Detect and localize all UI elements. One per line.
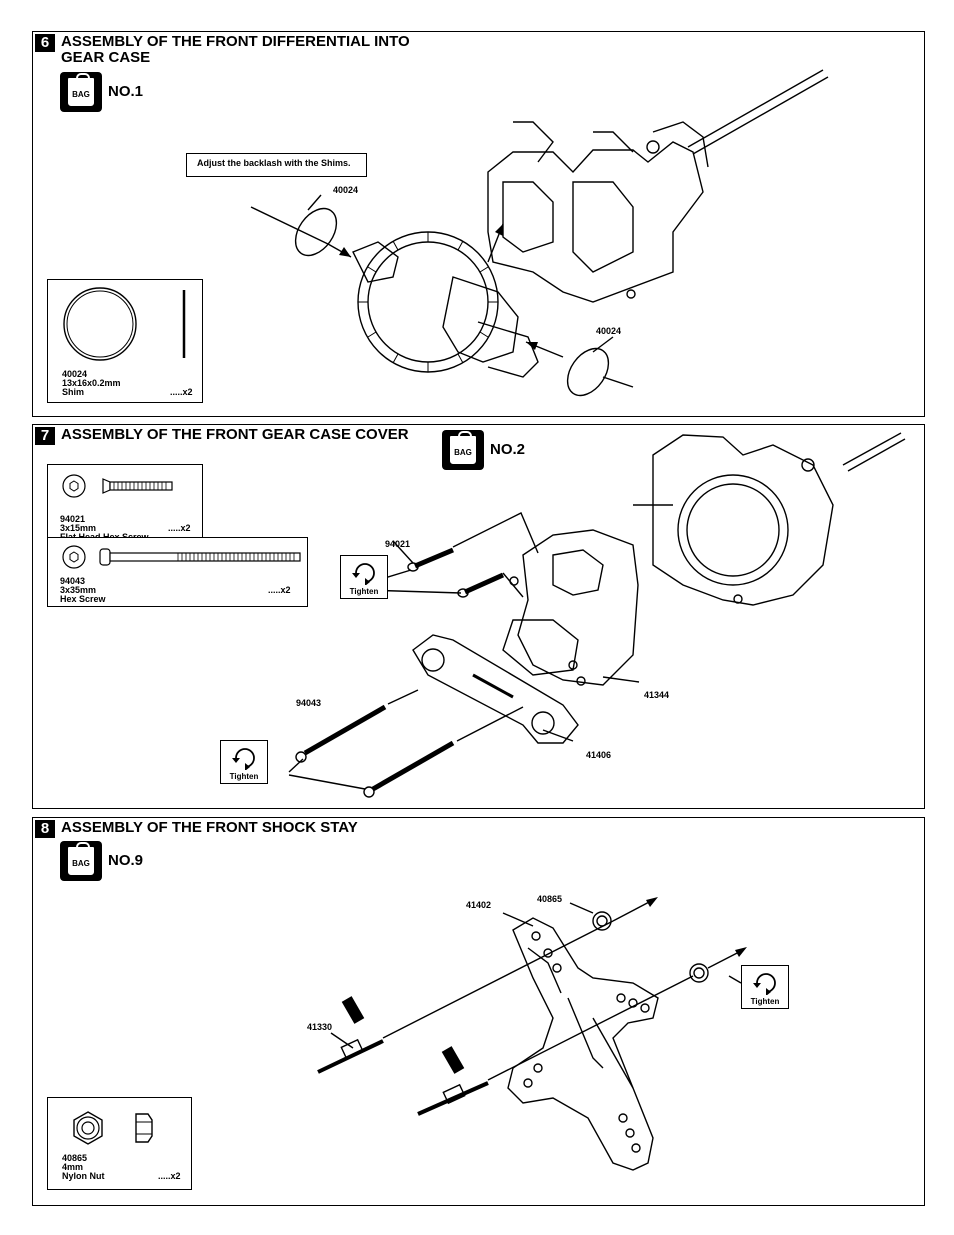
hex-screw-icon [62, 545, 301, 569]
bag-label: BAG [454, 448, 472, 457]
parts-box-step-6: 40024 13x16x0.2mm Shim .....x2 [47, 279, 203, 403]
callout-41406: 41406 [586, 750, 612, 760]
bag-icon: BAG [442, 430, 484, 470]
part-code: 40024 [62, 369, 88, 379]
part-name: Nylon Nut [62, 1171, 105, 1181]
shock-stay-exploded-drawing [317, 897, 747, 1171]
tighten-badge: Tighten [340, 555, 388, 599]
part-size: 13x16x0.2mm [62, 378, 121, 388]
part-name: Shim [62, 387, 85, 397]
callout-40865: 40865 [537, 894, 563, 904]
bag-number: NO.2 [490, 441, 526, 458]
part-size: 3x15mm [60, 523, 97, 533]
bag-label: BAG [72, 859, 90, 868]
step-number: 7 [35, 427, 55, 445]
bag-number: NO.9 [108, 852, 144, 869]
tighten-label: Tighten [349, 587, 379, 596]
callout-41402: 41402 [466, 900, 492, 910]
part-qty: .....x2 [170, 387, 193, 397]
gear-case-cover-exploded-drawing [288, 432, 906, 798]
tighten-badge: Tighten [220, 740, 268, 784]
part-code: 94043 [60, 576, 86, 586]
bag-label: BAG [72, 90, 90, 99]
part-size: 3x35mm [60, 585, 97, 595]
part-name: Hex Screw [60, 594, 106, 604]
part-size: 4mm [62, 1162, 84, 1172]
part-code: 40865 [62, 1153, 88, 1163]
callout-shim-lower: 40024 [596, 326, 622, 336]
differential-exploded-drawing [250, 69, 829, 397]
tighten-badge: Tighten [741, 965, 789, 1009]
parts-box-step-7-long-screw: 94043 3x35mm .....x2 Hex Screw [47, 537, 308, 607]
tighten-label: Tighten [750, 997, 780, 1006]
parts-box-step-7: 94021 3x15mm .....x2 Flat Head Hex Screw [47, 464, 203, 543]
step-title: ASSEMBLY OF THE FRONT DIFFERENTIAL INTO … [61, 33, 410, 66]
flat-head-screw-icon [62, 474, 173, 498]
step-title: ASSEMBLY OF THE FRONT SHOCK STAY [61, 819, 358, 836]
callout-94043: 94043 [296, 698, 322, 708]
bag-number: NO.1 [108, 83, 144, 100]
part-qty: .....x2 [168, 523, 191, 533]
callout-41344: 41344 [644, 690, 670, 700]
callout-94021: 94021 [385, 539, 411, 549]
rotate-icon [232, 748, 255, 770]
shim-icon [63, 287, 186, 361]
nylon-nut-icon [73, 1111, 153, 1145]
step-number: 6 [35, 34, 55, 52]
rotate-icon [352, 563, 375, 585]
part-code: 94021 [60, 514, 86, 524]
part-qty: .....x2 [268, 585, 291, 595]
step-8-panel: 8 ASSEMBLY OF THE FRONT SHOCK STAY BAG N… [32, 817, 925, 1206]
step-title: ASSEMBLY OF THE FRONT GEAR CASE COVER [61, 426, 409, 443]
callout-shim-upper: 40024 [333, 185, 359, 195]
tighten-label: Tighten [229, 772, 259, 781]
step-7-panel: 7 ASSEMBLY OF THE FRONT GEAR CASE COVER … [32, 424, 925, 809]
rotate-icon [753, 973, 776, 995]
parts-box-step-8: 40865 4mm Nylon Nut .....x2 [47, 1097, 192, 1190]
callout-41330: 41330 [307, 1022, 333, 1032]
part-qty: .....x2 [158, 1171, 181, 1181]
bag-icon: BAG [60, 841, 102, 881]
step-number: 8 [35, 820, 55, 838]
step-6-panel: 6 ASSEMBLY OF THE FRONT DIFFERENTIAL INT… [32, 31, 925, 417]
backlash-note: Adjust the backlash with the Shims. [186, 153, 367, 177]
bag-icon: BAG [60, 72, 102, 112]
